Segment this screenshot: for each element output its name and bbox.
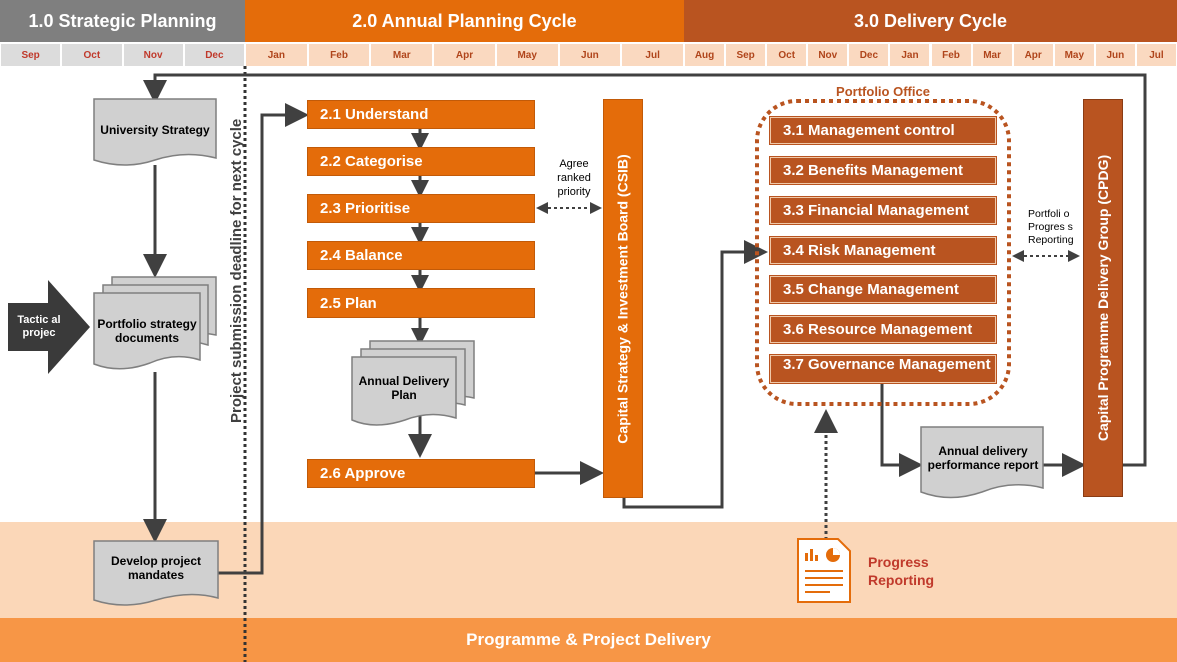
step-categorise: 2.2 Categorise [307, 147, 535, 176]
office-to-report-arrow [880, 384, 923, 477]
step-understand: 2.1 Understand [307, 100, 535, 129]
csib-bar: Capital Strategy & Investment Board (CSI… [603, 99, 643, 498]
portfolio-function-2: 3.2 Benefits Management [770, 157, 996, 184]
month-p2-0: Jan [246, 44, 307, 66]
tactical-projects-arrow-shape [8, 280, 90, 374]
programme-delivery-band: Programme & Project Delivery [0, 618, 1177, 662]
month-p3-3: Nov [808, 44, 848, 66]
mandates-to-understand-arrow [218, 103, 309, 575]
university-strategy-shape [93, 98, 217, 166]
csib-to-office-arrow [622, 240, 768, 509]
month-p1-0: Sep [1, 44, 61, 66]
performance-report-label: Annual delivery performance report [927, 443, 1039, 472]
month-p1-3: Dec [184, 44, 244, 66]
month-p2-3: Apr [434, 44, 495, 66]
portfolio-docs-shape [93, 292, 201, 370]
month-p3-11: Jul [1136, 44, 1176, 66]
portfolio-function-5: 3.5 Change Management [770, 276, 996, 303]
month-p3-1: Sep [726, 44, 766, 66]
step-approve: 2.6 Approve [307, 459, 535, 488]
month-p2-5: Jun [559, 44, 621, 66]
portfolio-office-boundary [755, 99, 1011, 406]
portfolio-function-6: 3.6 Resource Management [770, 316, 996, 343]
portfolio-function-4: 3.4 Risk Management [770, 237, 996, 264]
develop-mandates-shape [93, 540, 219, 606]
month-p3-7: Mar [972, 44, 1012, 66]
month-p3-4: Dec [849, 44, 889, 66]
portfolio-progress-note: Portfoli o Progres s Reporting [1028, 208, 1074, 247]
month-p3-10: Jun [1095, 44, 1135, 66]
university-strategy-label: University Strategy [100, 122, 210, 137]
month-p1-1: Oct [62, 44, 122, 66]
phase-strategic-planning: 1.0 Strategic Planning [0, 0, 245, 42]
phase-annual-planning: 2.0 Annual Planning Cycle [245, 0, 684, 42]
month-p3-9: May [1054, 44, 1094, 66]
cpdg-bar: Capital Programme Delivery Group (CPDG) [1083, 99, 1123, 497]
portfolio-docs-label: Portfolio strategy documents [97, 316, 197, 345]
portfolio-function-7: 3.7 Governance Management [770, 355, 996, 383]
step-prioritise: 2.3 Prioritise [307, 194, 535, 223]
progress-reporting-label: Progress Reporting [868, 554, 935, 589]
month-p2-1: Feb [308, 44, 370, 66]
feedback-loop-arrow [143, 73, 1147, 467]
portfolio-function-1: 3.1 Management control [770, 117, 996, 144]
month-p2-4: May [496, 44, 558, 66]
month-p3-0: Aug [685, 44, 725, 66]
report-document-icon [797, 538, 851, 603]
delivery-plan-shape [351, 356, 457, 426]
performance-report-shape [920, 426, 1044, 499]
month-p2-6: Jul [622, 44, 683, 66]
month-p2-2: Mar [371, 44, 433, 66]
month-p3-5: Jan [890, 44, 930, 66]
step-plan: 2.5 Plan [307, 288, 535, 318]
month-p3-6: Feb [931, 44, 971, 66]
portfolio-function-3: 3.3 Financial Management [770, 197, 996, 224]
month-p3-2: Oct [767, 44, 807, 66]
step-balance: 2.4 Balance [307, 241, 535, 270]
tactical-projects-label: Tactic al projec [17, 313, 61, 339]
develop-mandates-label: Develop project mandates [110, 553, 202, 582]
month-p3-8: Apr [1013, 44, 1053, 66]
portfolio-office-title: Portfolio Office [836, 84, 930, 99]
month-p1-2: Nov [123, 44, 183, 66]
delivery-plan-label: Annual Delivery Plan [358, 373, 450, 402]
agree-priority-note: Agree ranked priority [557, 158, 591, 198]
phase-delivery-cycle: 3.0 Delivery Cycle [684, 0, 1177, 42]
deadline-label: Project submission deadline for next cyc… [228, 118, 245, 423]
